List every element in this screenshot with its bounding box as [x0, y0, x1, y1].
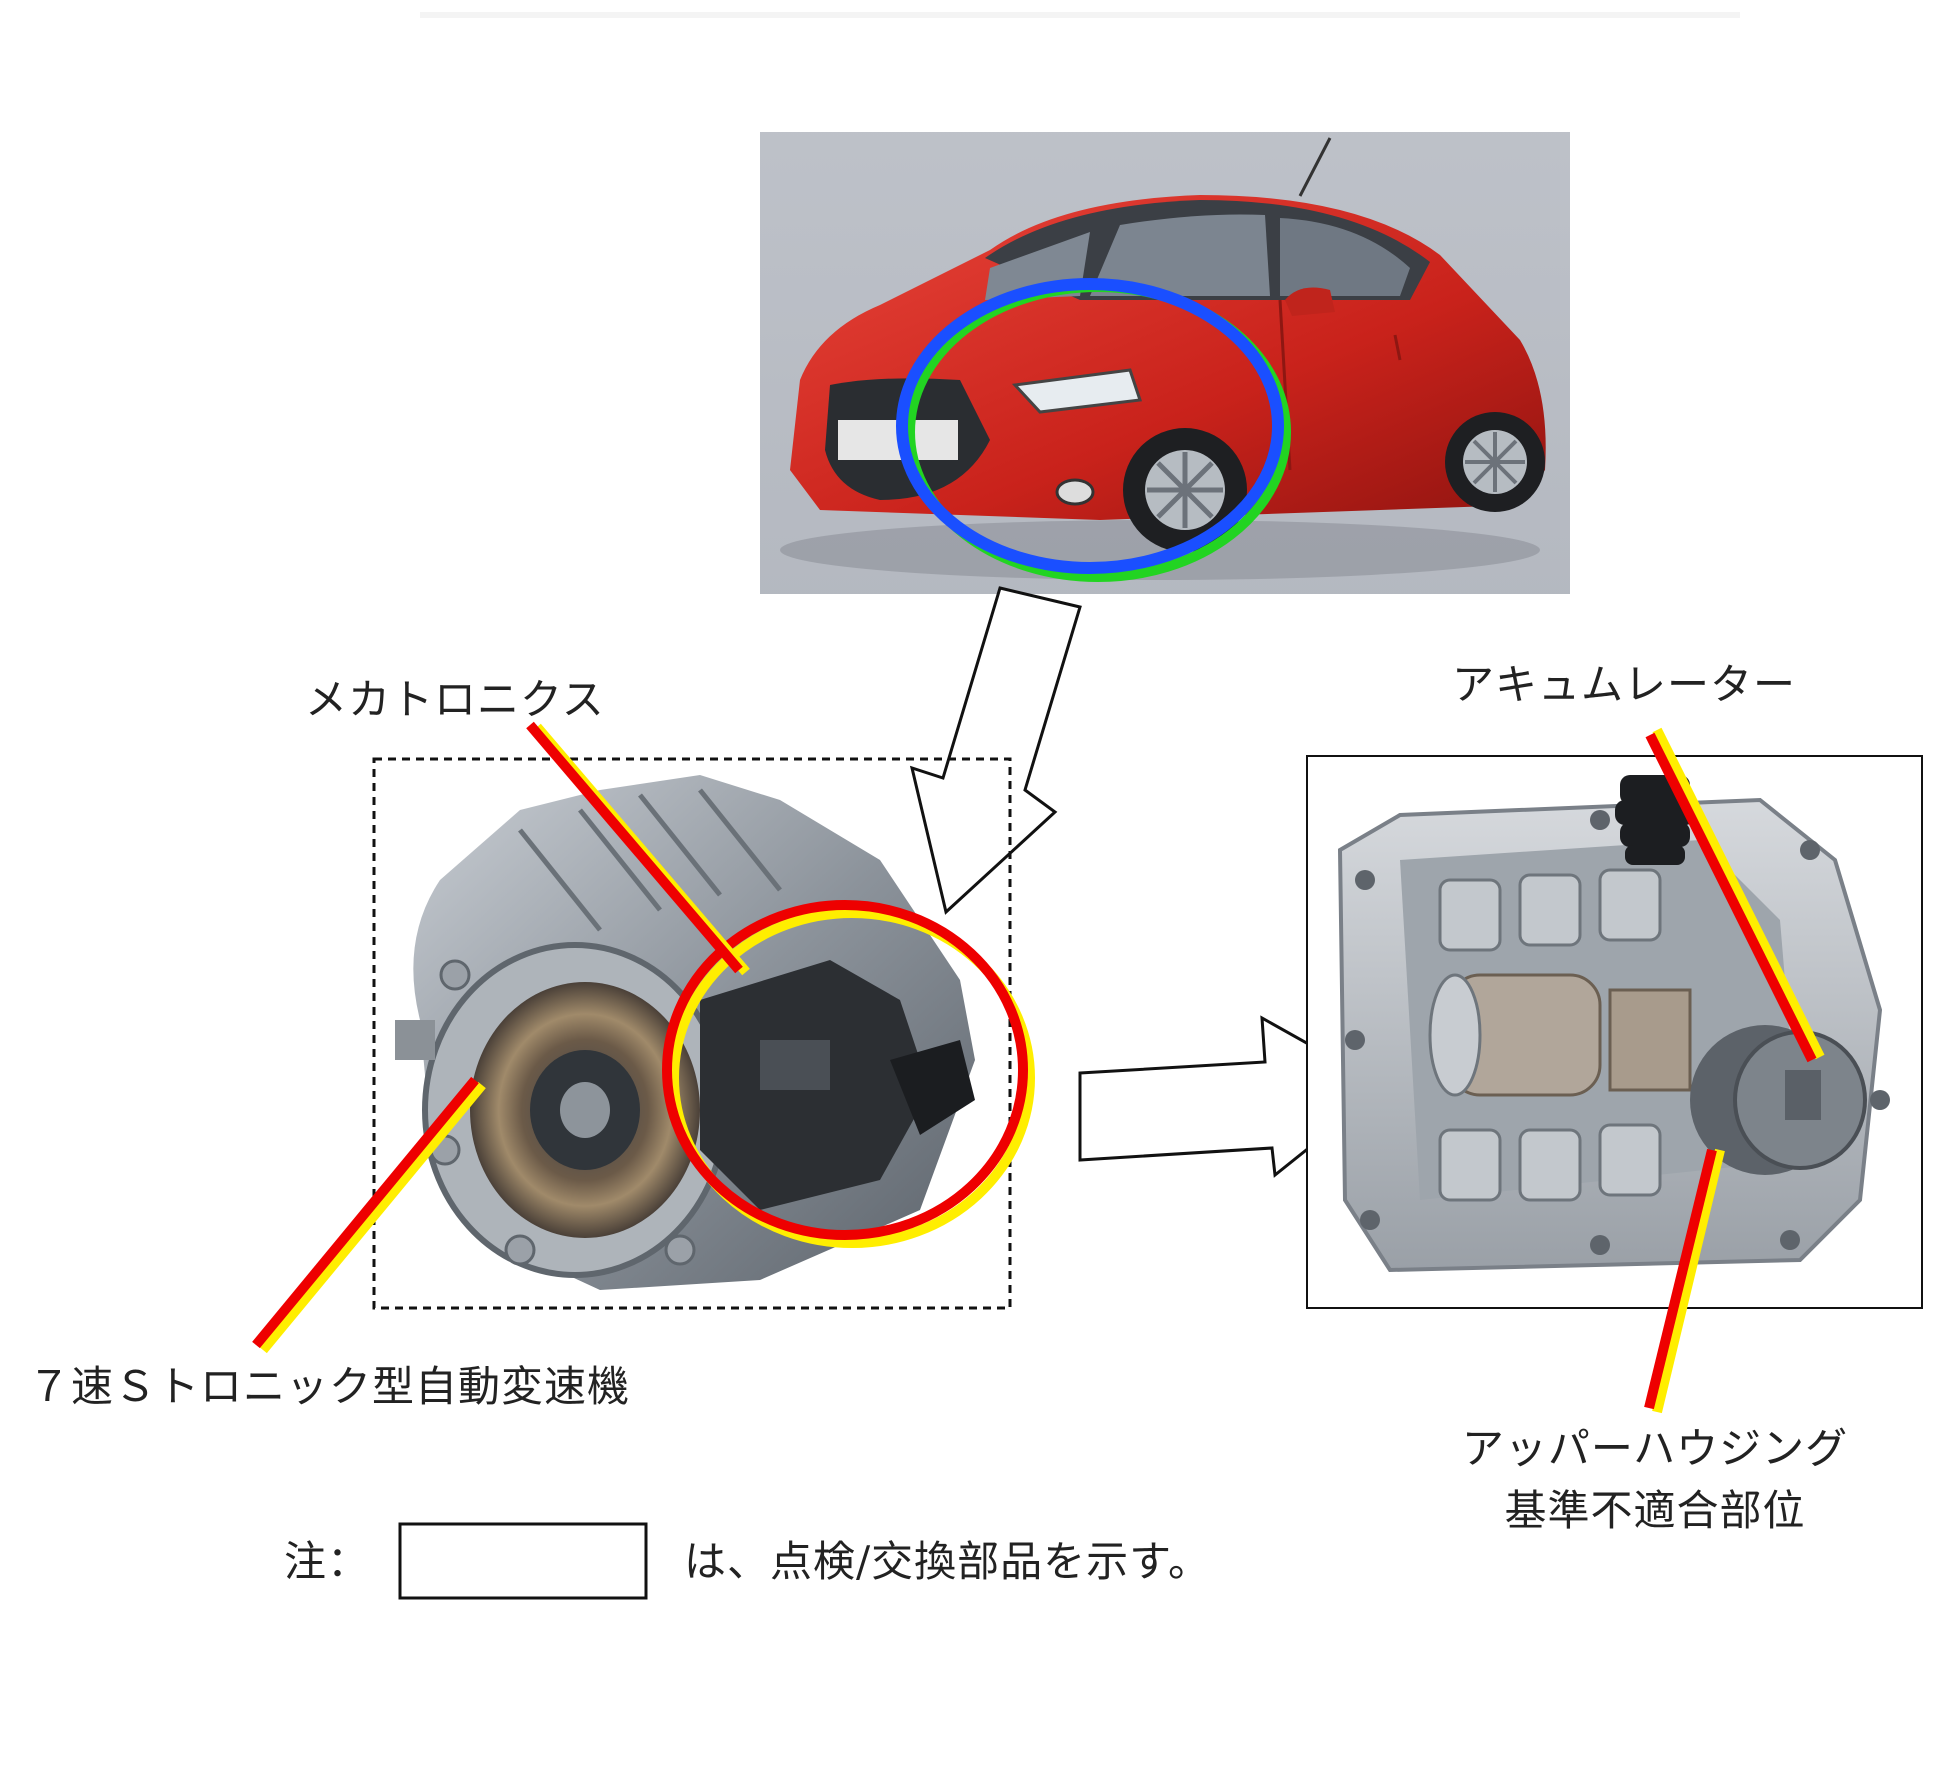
top-scan-line [420, 12, 1740, 18]
callout-line-accumulator [1645, 732, 1817, 1063]
callout-line-accumulator-shadow [1652, 727, 1825, 1060]
note-text: は、点検/交換部品を示す。 [684, 1537, 1211, 1586]
callout-line-upper-housing-shadow [1652, 1148, 1725, 1414]
callout-line-transmission-shadow [259, 1081, 486, 1354]
legend-box [398, 1522, 648, 1600]
upper-housing-label-line2: 基準不適合部位 [1504, 1486, 1806, 1535]
upper-housing-label: アッパーハウジング 基準不適合部位 [1445, 1428, 1865, 1532]
transmission-label: ７速Ｓトロニック型自動変速機 [28, 1362, 631, 1411]
mechatronics-label: メカトロニクス [305, 675, 605, 724]
mechatronics-highlight-red [662, 900, 1028, 1240]
accumulator-label: アキュムレーター [1452, 660, 1797, 709]
highlight-ellipse-blue [896, 278, 1284, 574]
callout-line-transmission [252, 1076, 479, 1349]
transmission-dashed-frame [372, 757, 1012, 1310]
mechatronics-photo [1337, 775, 1890, 1273]
callout-line-upper-housing [1644, 1148, 1717, 1410]
upper-housing-label-line1: アッパーハウジング [1461, 1424, 1849, 1473]
callout-line-mechatronics [526, 721, 743, 974]
note-prefix: 注： [284, 1537, 371, 1586]
mechatronics-highlight-yellow [669, 908, 1035, 1248]
hollow-arrow-down-icon [909, 586, 1082, 915]
car-photo [760, 132, 1570, 594]
